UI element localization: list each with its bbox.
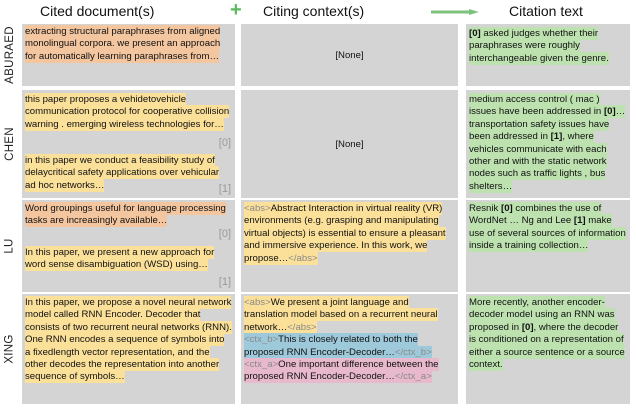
row-label-xing: XING [4, 334, 17, 364]
lu-cited-0: Word groupings useful for language proce… [25, 202, 226, 228]
chen-cited-index-0: [0] [218, 137, 231, 149]
xing-cited-0: In this paper, we propose a novel neural… [25, 296, 232, 384]
lu-cited-index-0: [0] [218, 228, 231, 240]
xing-context-cell: <abs>We present a joint language and tra… [241, 294, 458, 404]
xing-context-ctx-a: <ctx_a>One important difference between … [244, 358, 439, 384]
row-label-aburaed: ABURAED [4, 26, 17, 84]
header-citing-contexts: Citing context(s) [263, 3, 365, 19]
lu-cited-index-1: [1] [218, 276, 231, 288]
right-arrow-icon [431, 9, 479, 15]
xing-context-abs: <abs>We present a joint language and tra… [244, 296, 438, 334]
chen-cited-0: this paper proposes a vehidetovehicle co… [25, 93, 230, 131]
chen-context-none: [None] [335, 138, 364, 150]
header-cited-documents: Cited document(s) [40, 3, 155, 19]
lu-cited-cell: Word groupings useful for language proce… [22, 200, 235, 292]
aburaed-cited-0: extracting structural paraphrases from a… [25, 25, 221, 63]
lu-cited-1: In this paper, we present a new approach… [25, 246, 215, 272]
xing-cited-cell: In this paper, we propose a novel neural… [22, 294, 235, 404]
aburaed-context-none: [None] [335, 49, 364, 61]
row-label-chen: CHEN [4, 127, 17, 161]
aburaed-context-cell: [None] [241, 24, 458, 86]
chen-cited-cell: this paper proposes a vehidetovehicle co… [22, 90, 235, 198]
xing-citation-cell: More recently, another encoder-decoder m… [466, 294, 630, 404]
lu-citation-text: Resnik [0] combines the use of WordNet …… [469, 202, 626, 253]
lu-citation-cell: Resnik [0] combines the use of WordNet …… [466, 200, 630, 292]
plus-icon: + [230, 0, 242, 21]
chen-context-cell: [None] [241, 90, 458, 198]
lu-context-cell: <abs>Abstract Interaction in virtual rea… [241, 200, 458, 292]
xing-citation-text: More recently, another encoder-decoder m… [469, 296, 625, 372]
aburaed-cited-cell: extracting structural paraphrases from a… [22, 24, 235, 86]
header-citation-text: Citation text [509, 3, 583, 19]
lu-context-text: <abs>Abstract Interaction in virtual rea… [244, 202, 446, 265]
row-label-lu: LU [4, 238, 16, 254]
chen-cited-1: in this paper we conduct a feasibility s… [25, 154, 220, 192]
citation-ref: [0] [469, 28, 481, 39]
xing-context-ctx-b: <ctx_b>This is closely related to both t… [244, 333, 432, 359]
aburaed-citation-text: [0] asked judges whether their paraphras… [469, 27, 609, 65]
aburaed-citation-cell: [0] asked judges whether their paraphras… [466, 24, 630, 86]
chen-citation-cell: medium access control ( mac ) issues hav… [466, 90, 630, 198]
chen-cited-index-1: [1] [218, 183, 231, 195]
chen-citation-text: medium access control ( mac ) issues hav… [469, 93, 626, 193]
